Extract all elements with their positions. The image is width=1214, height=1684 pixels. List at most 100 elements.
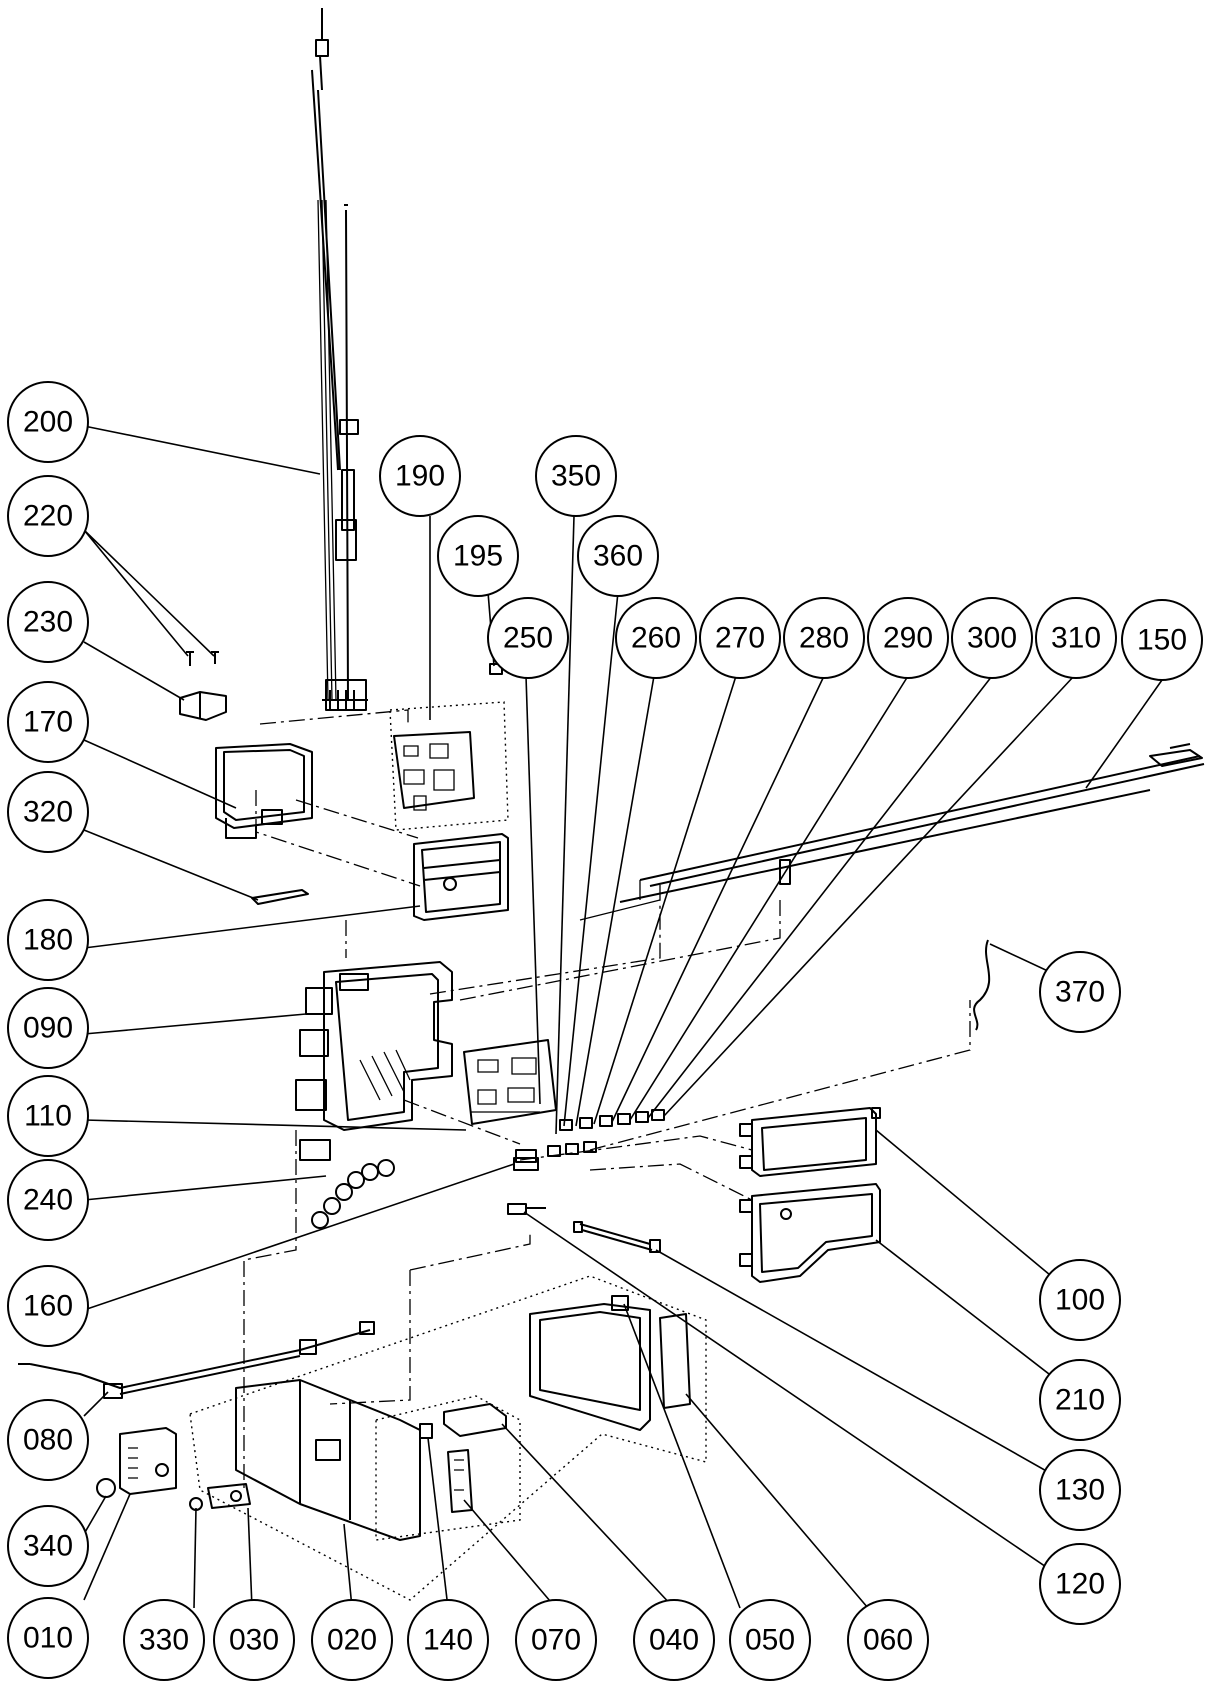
callout-130: 130 — [1039, 1449, 1121, 1531]
leader-100 — [875, 1129, 1081, 1301]
part-190-pcb — [393, 663, 503, 811]
part-040-bracket — [443, 1403, 507, 1437]
leader-150 — [1085, 679, 1163, 789]
part-140-sensor — [419, 1423, 433, 1439]
svg-text:180: 180 — [23, 924, 73, 957]
callout-240: 240 — [7, 1159, 89, 1241]
part-010-module — [119, 1427, 177, 1495]
leader-140 — [427, 1437, 449, 1609]
part-220-screws — [186, 651, 219, 666]
callout-220: 220 — [7, 475, 89, 557]
callout-330: 330 — [123, 1599, 205, 1681]
part-060-board — [659, 1313, 691, 1409]
part-100-panel — [739, 1107, 881, 1177]
leader-130 — [655, 1249, 1081, 1491]
callout-160: 160 — [7, 1265, 89, 1347]
svg-text:110: 110 — [24, 1100, 72, 1133]
callout-020: 020 — [311, 1599, 393, 1681]
svg-text:030: 030 — [229, 1624, 279, 1657]
leader-020 — [343, 1523, 353, 1609]
svg-text:220: 220 — [23, 500, 73, 533]
leader-290 — [629, 675, 909, 1121]
part-150-long-harness — [579, 743, 1205, 921]
callout-350: 350 — [535, 435, 617, 517]
leader-010 — [83, 1493, 131, 1601]
part-250-pcb — [463, 1039, 557, 1125]
part-070-board — [447, 1449, 473, 1513]
callout-320: 320 — [7, 771, 89, 853]
callout-310: 310 — [1035, 597, 1117, 679]
connector-row — [515, 1109, 665, 1163]
svg-text:100: 100 — [1055, 1284, 1105, 1317]
leader-050 — [623, 1303, 741, 1609]
leader-070 — [463, 1499, 557, 1609]
leader-210 — [875, 1239, 1081, 1399]
callout-090: 090 — [7, 987, 89, 1069]
svg-text:010: 010 — [23, 1622, 73, 1655]
svg-text:120: 120 — [1055, 1568, 1105, 1601]
callout-100: 100 — [1039, 1259, 1121, 1341]
callout-080: 080 — [7, 1399, 89, 1481]
callout-340: 340 — [7, 1505, 89, 1587]
callout-110: 110 — [7, 1075, 89, 1157]
callout-180: 180 — [7, 899, 89, 981]
svg-text:340: 340 — [23, 1530, 73, 1563]
callout-200: 200 — [7, 381, 89, 463]
leader-lines — [83, 425, 1163, 1609]
parts-drawing — [18, 8, 1205, 1601]
callout-060: 060 — [847, 1599, 929, 1681]
leader-360 — [563, 591, 619, 1127]
svg-text:190: 190 — [395, 460, 445, 493]
leader-340 — [83, 1495, 107, 1535]
callout-070: 070 — [515, 1599, 597, 1681]
assembly-lines — [189, 701, 971, 1601]
leader-060 — [685, 1393, 869, 1609]
callout-030: 030 — [213, 1599, 295, 1681]
svg-text:210: 210 — [1055, 1384, 1105, 1417]
svg-text:170: 170 — [23, 706, 73, 739]
part-210-panel — [739, 1183, 881, 1283]
part-170-control-box — [215, 743, 313, 839]
svg-text:290: 290 — [883, 622, 933, 655]
part-240-grommets — [311, 1159, 395, 1229]
leader-350 — [555, 515, 575, 1135]
svg-text:020: 020 — [327, 1624, 377, 1657]
part-020-front-panel — [235, 1379, 421, 1541]
svg-text:320: 320 — [23, 796, 73, 829]
svg-text:360: 360 — [593, 540, 643, 573]
svg-text:070: 070 — [531, 1624, 581, 1657]
svg-text:080: 080 — [23, 1424, 73, 1457]
leader-120 — [523, 1211, 1081, 1591]
svg-text:350: 350 — [551, 460, 601, 493]
svg-text:370: 370 — [1055, 976, 1105, 1009]
callout-370: 370 — [1039, 951, 1121, 1033]
leader-080 — [83, 1391, 109, 1417]
leader-330 — [193, 1507, 197, 1609]
leader-200 — [83, 425, 321, 475]
svg-text:150: 150 — [1137, 624, 1187, 657]
leader-220 — [83, 529, 215, 657]
part-370-wire — [973, 939, 991, 1031]
svg-text:260: 260 — [631, 622, 681, 655]
callout-250: 250 — [487, 597, 569, 679]
svg-text:250: 250 — [503, 622, 553, 655]
leader-260 — [575, 675, 655, 1127]
callout-270: 270 — [699, 597, 781, 679]
callout-170: 170 — [7, 681, 89, 763]
part-320-gasket — [251, 889, 309, 905]
part-090-main-housing — [295, 961, 453, 1161]
svg-text:040: 040 — [649, 1624, 699, 1657]
leader-280 — [611, 675, 825, 1123]
leader-090 — [83, 1013, 307, 1035]
callout-360: 360 — [577, 515, 659, 597]
leader-240 — [83, 1175, 327, 1201]
part-130-cable — [573, 1221, 661, 1253]
leader-170 — [83, 739, 237, 809]
leader-250 — [525, 675, 541, 1105]
part-180-cover — [413, 833, 509, 921]
callout-040: 040 — [633, 1599, 715, 1681]
svg-text:300: 300 — [967, 622, 1017, 655]
part-030-plate — [207, 1483, 251, 1509]
part-080-cable — [18, 1321, 375, 1399]
leader-310 — [663, 675, 1075, 1117]
